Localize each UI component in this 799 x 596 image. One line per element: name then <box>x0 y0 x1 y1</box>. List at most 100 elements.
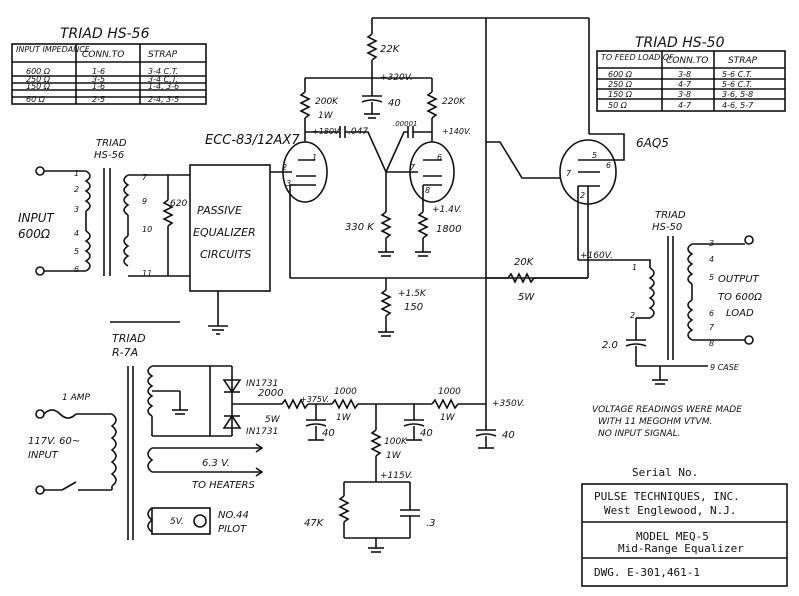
note-line: WITH 11 MEGOHM VTVM. <box>598 417 712 427</box>
r-20k-watt: 5W <box>518 292 535 303</box>
r-47k-label: 47K <box>304 518 325 529</box>
hs56-header-impedance: INPUT IMPEDANCE <box>16 45 91 54</box>
pin-label: 2 <box>630 311 635 320</box>
v-160-label: +160V. <box>580 251 613 261</box>
hs56-cell: 150 Ω <box>26 82 51 91</box>
company-location: West Englewood, N.J. <box>604 504 736 517</box>
diode2-label: IN1731 <box>246 427 278 437</box>
passive-equalizer-block: PASSIVE EQUALIZER CIRCUITS <box>189 164 271 335</box>
model-number: MODEL MEQ-5 <box>636 530 709 543</box>
pin-label: 2 <box>282 163 287 172</box>
r-2000-watt: 5W <box>265 415 281 425</box>
hs56-cell: 2-4, 3-5 <box>148 95 179 104</box>
pin-label: 6 <box>606 161 611 170</box>
diode-symbol <box>222 414 242 429</box>
bplus-rail: 22K +320V. 40 200K 1W +180V. 220K +140V.… <box>289 17 589 430</box>
r-100k-label: 100K <box>384 437 408 447</box>
mains-line: INPUT <box>28 450 59 461</box>
pin-label: 6 <box>709 309 714 318</box>
output-transformer-model: HS-50 <box>652 222 682 233</box>
hs50-header-load: TO FEED LOAD OF <box>601 53 674 62</box>
pin-label: 6 <box>437 153 442 162</box>
pin-label: 8 <box>709 339 714 348</box>
case-label: 9 CASE <box>710 363 740 372</box>
c-40-top-label: 40 <box>388 98 401 109</box>
title-block: Serial No. PULSE TECHNIQUES, INC. West E… <box>581 466 788 587</box>
hs56-header-conn: CONN.TO <box>82 50 124 60</box>
hs56-header-strap: STRAP <box>148 50 178 60</box>
pin-label: 3 <box>286 179 291 188</box>
hs56-cell: 2-5 <box>92 95 105 104</box>
tube1-label: ECC-83/12AX7 <box>205 133 300 148</box>
hs56-cell: 1-6 <box>92 82 105 91</box>
hs50-header-conn: CONN.TO <box>666 56 708 66</box>
company-name: PULSE TECHNIQUES, INC. <box>594 490 740 503</box>
drawing-number: DWG. E-301,461-1 <box>594 566 700 579</box>
hs50-cell: 4-7 <box>678 80 692 89</box>
pin-label: 5 <box>709 273 714 282</box>
input-transformer-label: TRIAD <box>96 138 127 149</box>
r-220k-label: 220K <box>442 97 466 107</box>
power-supply: TRIAD R-7A 1 AMP 117V. 60~ INPUT IN1731 <box>28 321 525 553</box>
pin-label: 7 <box>410 163 416 172</box>
hs56-cell: 60 Ω <box>26 95 46 104</box>
v-350-label: +350V. <box>492 399 525 409</box>
r-150-label: 150 <box>404 302 423 313</box>
hs50-cell: 3-6, 5-8 <box>722 90 753 99</box>
output-terminal-top <box>744 235 754 245</box>
pin-label: 11 <box>142 269 152 278</box>
pin-label: 10 <box>142 225 152 234</box>
power-transformer-model: R-7A <box>112 346 138 359</box>
mains-terminal-top <box>35 409 45 419</box>
hs56-cell: 3-5 <box>92 75 105 84</box>
pilot-line: PILOT <box>218 524 247 535</box>
hs56-cell: 1-6 <box>92 67 105 76</box>
pin-label: 7 <box>709 323 715 332</box>
output-label-line: OUTPUT <box>718 274 760 285</box>
model-description: Mid-Range Equalizer <box>618 542 744 555</box>
c-00001-label: .00001 <box>393 120 418 128</box>
tube-12ax7: ECC-83/12AX7 1 2 3 6 7 8 <box>205 133 455 203</box>
hs50-cell: 5-6 C.T. <box>722 70 752 79</box>
pin-label: 1 <box>312 153 317 162</box>
hs50-cell: 50 Ω <box>608 101 628 110</box>
diode-symbol <box>222 379 242 394</box>
v-1-5-label: +1.5K <box>398 289 427 299</box>
c-40a-label: 40 <box>322 428 335 439</box>
input-transformer: TRIAD HS-56 INPUT 600Ω 1 2 3 4 5 6 7 9 1… <box>18 138 190 278</box>
hs56-cell: 250 Ω <box>26 75 51 84</box>
hs50-cell: 4-7 <box>678 101 692 110</box>
hs50-cell: 3-8 <box>678 90 691 99</box>
fuse-label: 1 AMP <box>62 393 91 403</box>
c-40c-label: 40 <box>502 430 515 441</box>
note-line: VOLTAGE READINGS WERE MADE <box>592 405 742 415</box>
equalizer-line: CIRCUITS <box>200 248 251 261</box>
r-20k-label: 20K <box>514 257 535 268</box>
pilot-lamp-icon <box>193 514 207 528</box>
c-2-0-label: 2.0 <box>602 340 618 351</box>
pin-label: 7 <box>142 173 148 182</box>
hs50-cell: 5-6 C.T. <box>722 80 752 89</box>
input-terminal-top <box>35 166 45 176</box>
note-line: NO INPUT SIGNAL. <box>598 429 681 439</box>
input-resistor-value: 620 <box>170 199 187 209</box>
power-transformer-label: TRIAD <box>112 332 146 345</box>
hs50-table-title: TRIAD HS-50 <box>635 35 725 51</box>
hs50-cell: 600 Ω <box>608 70 633 79</box>
output-terminal-bottom <box>744 335 754 345</box>
r-1000a-label: 1000 <box>334 387 357 397</box>
v-115-label: +115V. <box>380 471 413 481</box>
r-330k-label: 330 K <box>345 222 375 233</box>
hs50-cell: 150 Ω <box>608 90 633 99</box>
c-40b-label: 40 <box>420 428 433 439</box>
pin-label: 8 <box>425 186 430 195</box>
hs50-cell: 3-8 <box>678 70 691 79</box>
mains-line: 117V. 60~ <box>28 436 80 447</box>
equalizer-line: PASSIVE <box>197 204 242 217</box>
pin-label: 4 <box>709 255 714 264</box>
pin-label: 2 <box>580 191 585 200</box>
hs50-cell: 4-6, 5-7 <box>722 101 754 110</box>
input-label: INPUT <box>18 211 56 225</box>
serial-label: Serial No. <box>632 466 698 479</box>
